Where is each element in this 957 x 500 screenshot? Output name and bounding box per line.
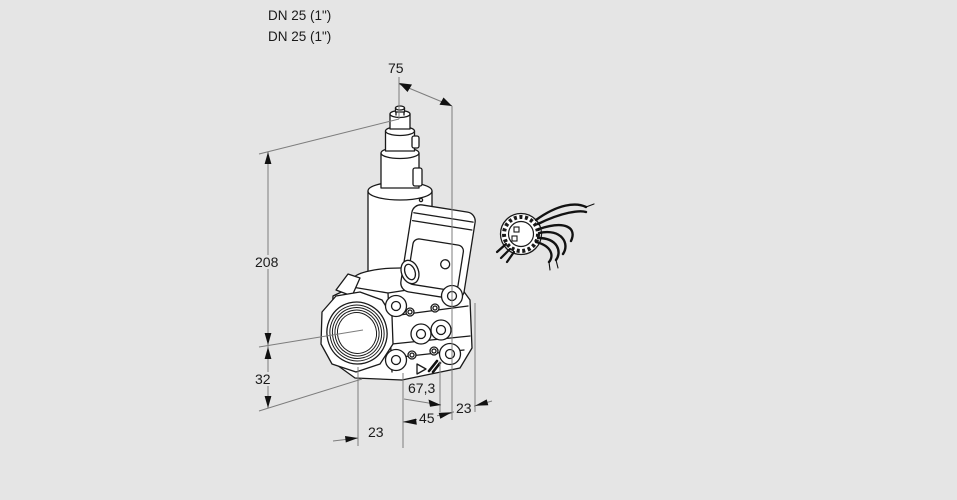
flow-direction-triangle [416,363,427,375]
pressure-test-bosses [410,319,452,345]
body-screws [405,303,440,360]
dim-label-208: 208 [253,254,281,270]
dim-label-23-left: 23 [368,424,384,440]
hatch-marks [427,359,442,374]
dimension-arrowheads [264,83,489,443]
dim-208-lines [258,118,400,348]
plug-wires [534,203,595,271]
cable-plug [495,203,595,271]
plug-pins [495,242,516,264]
dim-label-23-right: 23 [454,400,474,416]
adjustment-stem [380,105,423,189]
dim-label-75: 75 [388,60,404,76]
dim-23-left-lines [332,367,359,446]
flange-bolts [384,284,464,372]
pipe-size-label-1: DN 25 (1") [268,8,332,23]
conduit-opening [400,259,420,285]
solenoid-coil-housing [400,204,476,300]
inlet-flange [320,273,394,373]
pipe-size-label-2: DN 25 (1") [268,29,332,44]
dim-label-45: 45 [417,410,437,426]
dim-label-32: 32 [253,371,273,387]
dim-label-67-3: 67,3 [406,380,438,396]
